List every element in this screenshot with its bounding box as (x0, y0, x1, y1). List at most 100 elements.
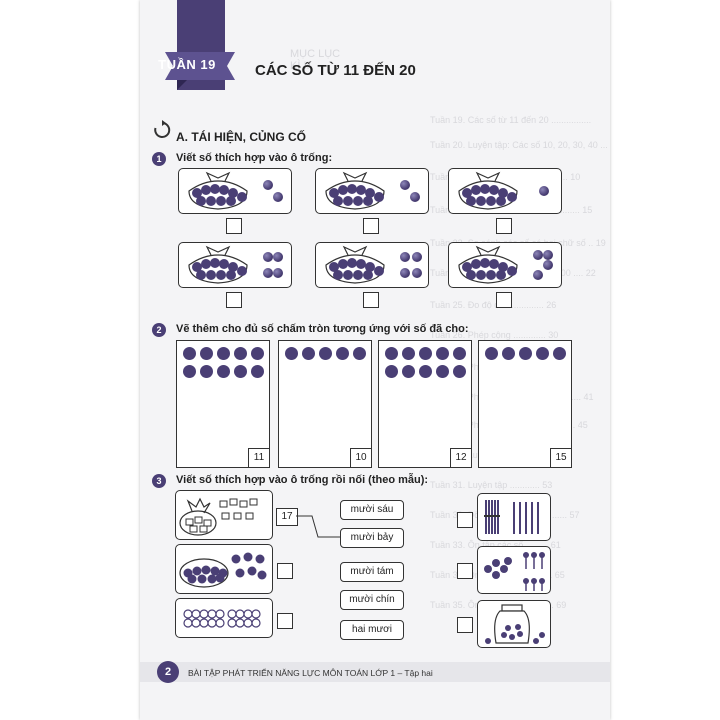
dot (302, 347, 315, 360)
word-label-3[interactable]: mười tám (340, 562, 404, 582)
loose-ball (273, 192, 283, 202)
q3-answer-box-2[interactable] (277, 563, 293, 579)
ball (192, 188, 202, 198)
q3-answer-box-4[interactable] (457, 512, 473, 528)
loose-ball (539, 186, 549, 196)
q3-answer-box-3[interactable] (277, 613, 293, 629)
dot (436, 365, 449, 378)
question-3-text: Viết số thích hợp vào ô trống rồi nối (t… (176, 474, 429, 486)
word-label-5[interactable]: hai mươi (340, 620, 404, 640)
ball (476, 270, 486, 280)
dot (453, 347, 466, 360)
ball (206, 270, 216, 280)
ball (471, 259, 481, 269)
dot (402, 347, 415, 360)
workbook-page: MỤC LỤC KÌ II Tuần 19. Các số từ 11 đến … (140, 0, 610, 720)
loose-ball (543, 260, 553, 270)
ball (216, 196, 226, 206)
dot (183, 365, 196, 378)
dot (234, 365, 247, 378)
q1-answer-box[interactable] (363, 218, 379, 234)
dot (217, 347, 230, 360)
q2-dot-card[interactable]: 15 (478, 340, 572, 468)
q1-answer-box[interactable] (496, 292, 512, 308)
net-bag-icon (188, 171, 248, 210)
q2-dot-card[interactable]: 11 (176, 340, 270, 468)
net-bag-icon (458, 245, 518, 284)
ball (237, 266, 247, 276)
q3-answer-box-5[interactable] (457, 563, 473, 579)
dot (419, 365, 432, 378)
q3-answer-box-6[interactable] (457, 617, 473, 633)
ball (353, 270, 363, 280)
word-label-4[interactable]: mười chín (340, 590, 404, 610)
word-label-1[interactable]: mười sáu (340, 500, 404, 520)
q3-sample-answer-box: 17 (276, 508, 298, 526)
loose-ball (263, 268, 273, 278)
loose-ball (533, 270, 543, 280)
q3-picture-marbles (175, 598, 273, 638)
q3-picture-ball-bag (175, 544, 273, 594)
ball (489, 259, 499, 269)
q2-dot-card[interactable]: 12 (378, 340, 472, 468)
q2-dot-card[interactable]: 10 (278, 340, 372, 468)
loose-ball (263, 252, 273, 262)
ball (374, 192, 384, 202)
q1-picture-card (178, 168, 292, 214)
ball (365, 262, 375, 272)
ball (374, 266, 384, 276)
loose-ball (412, 268, 422, 278)
marble-jar-icon (485, 604, 545, 644)
q1-picture-card (315, 242, 429, 288)
footer-book-title: BÀI TẬP PHÁT TRIỂN NĂNG LỰC MÔN TOÁN LỚP… (188, 668, 433, 678)
sample-connector-line (296, 515, 346, 538)
ball (338, 185, 348, 195)
q2-target-number: 11 (248, 448, 269, 467)
q3-picture-coin-bag (175, 490, 273, 540)
dot (519, 347, 532, 360)
dot (385, 347, 398, 360)
net-bag-icon (325, 171, 385, 210)
q1-picture-card (178, 242, 292, 288)
ball (507, 266, 517, 276)
ball (498, 188, 508, 198)
loose-ball (410, 192, 420, 202)
q1-answer-box[interactable] (226, 292, 242, 308)
dot (319, 347, 332, 360)
dot (502, 347, 515, 360)
question-2-text: Vẽ thêm cho đủ số chấm tròn tương ứng vớ… (176, 323, 469, 335)
dot (353, 347, 366, 360)
dot (200, 347, 213, 360)
ball (496, 196, 506, 206)
dot (436, 347, 449, 360)
ball (347, 184, 357, 194)
ball (219, 259, 229, 269)
page-number: 2 (157, 661, 179, 683)
q1-answer-box[interactable] (496, 218, 512, 234)
ball (228, 262, 238, 272)
loose-ball (273, 252, 283, 262)
ball (462, 188, 472, 198)
ball (226, 270, 236, 280)
ball (462, 262, 472, 272)
ball (206, 196, 216, 206)
dot (200, 365, 213, 378)
ball (356, 259, 366, 269)
question-1-text: Viết số thích hợp vào ô trống: (176, 152, 333, 164)
ball (226, 196, 236, 206)
marble-rows-icon (183, 609, 261, 628)
coin-bag-icon (179, 497, 258, 536)
dot (402, 365, 415, 378)
word-label-2[interactable]: mười bảy (340, 528, 404, 548)
net-bag-icon (188, 245, 248, 284)
ball (480, 184, 490, 194)
dot (234, 347, 247, 360)
ball (466, 196, 476, 206)
ball (196, 270, 206, 280)
q1-answer-box[interactable] (363, 292, 379, 308)
question-2-number: 2 (152, 323, 166, 337)
ball (228, 188, 238, 198)
q1-answer-box[interactable] (226, 218, 242, 234)
dot (183, 347, 196, 360)
loose-ball (263, 180, 273, 190)
